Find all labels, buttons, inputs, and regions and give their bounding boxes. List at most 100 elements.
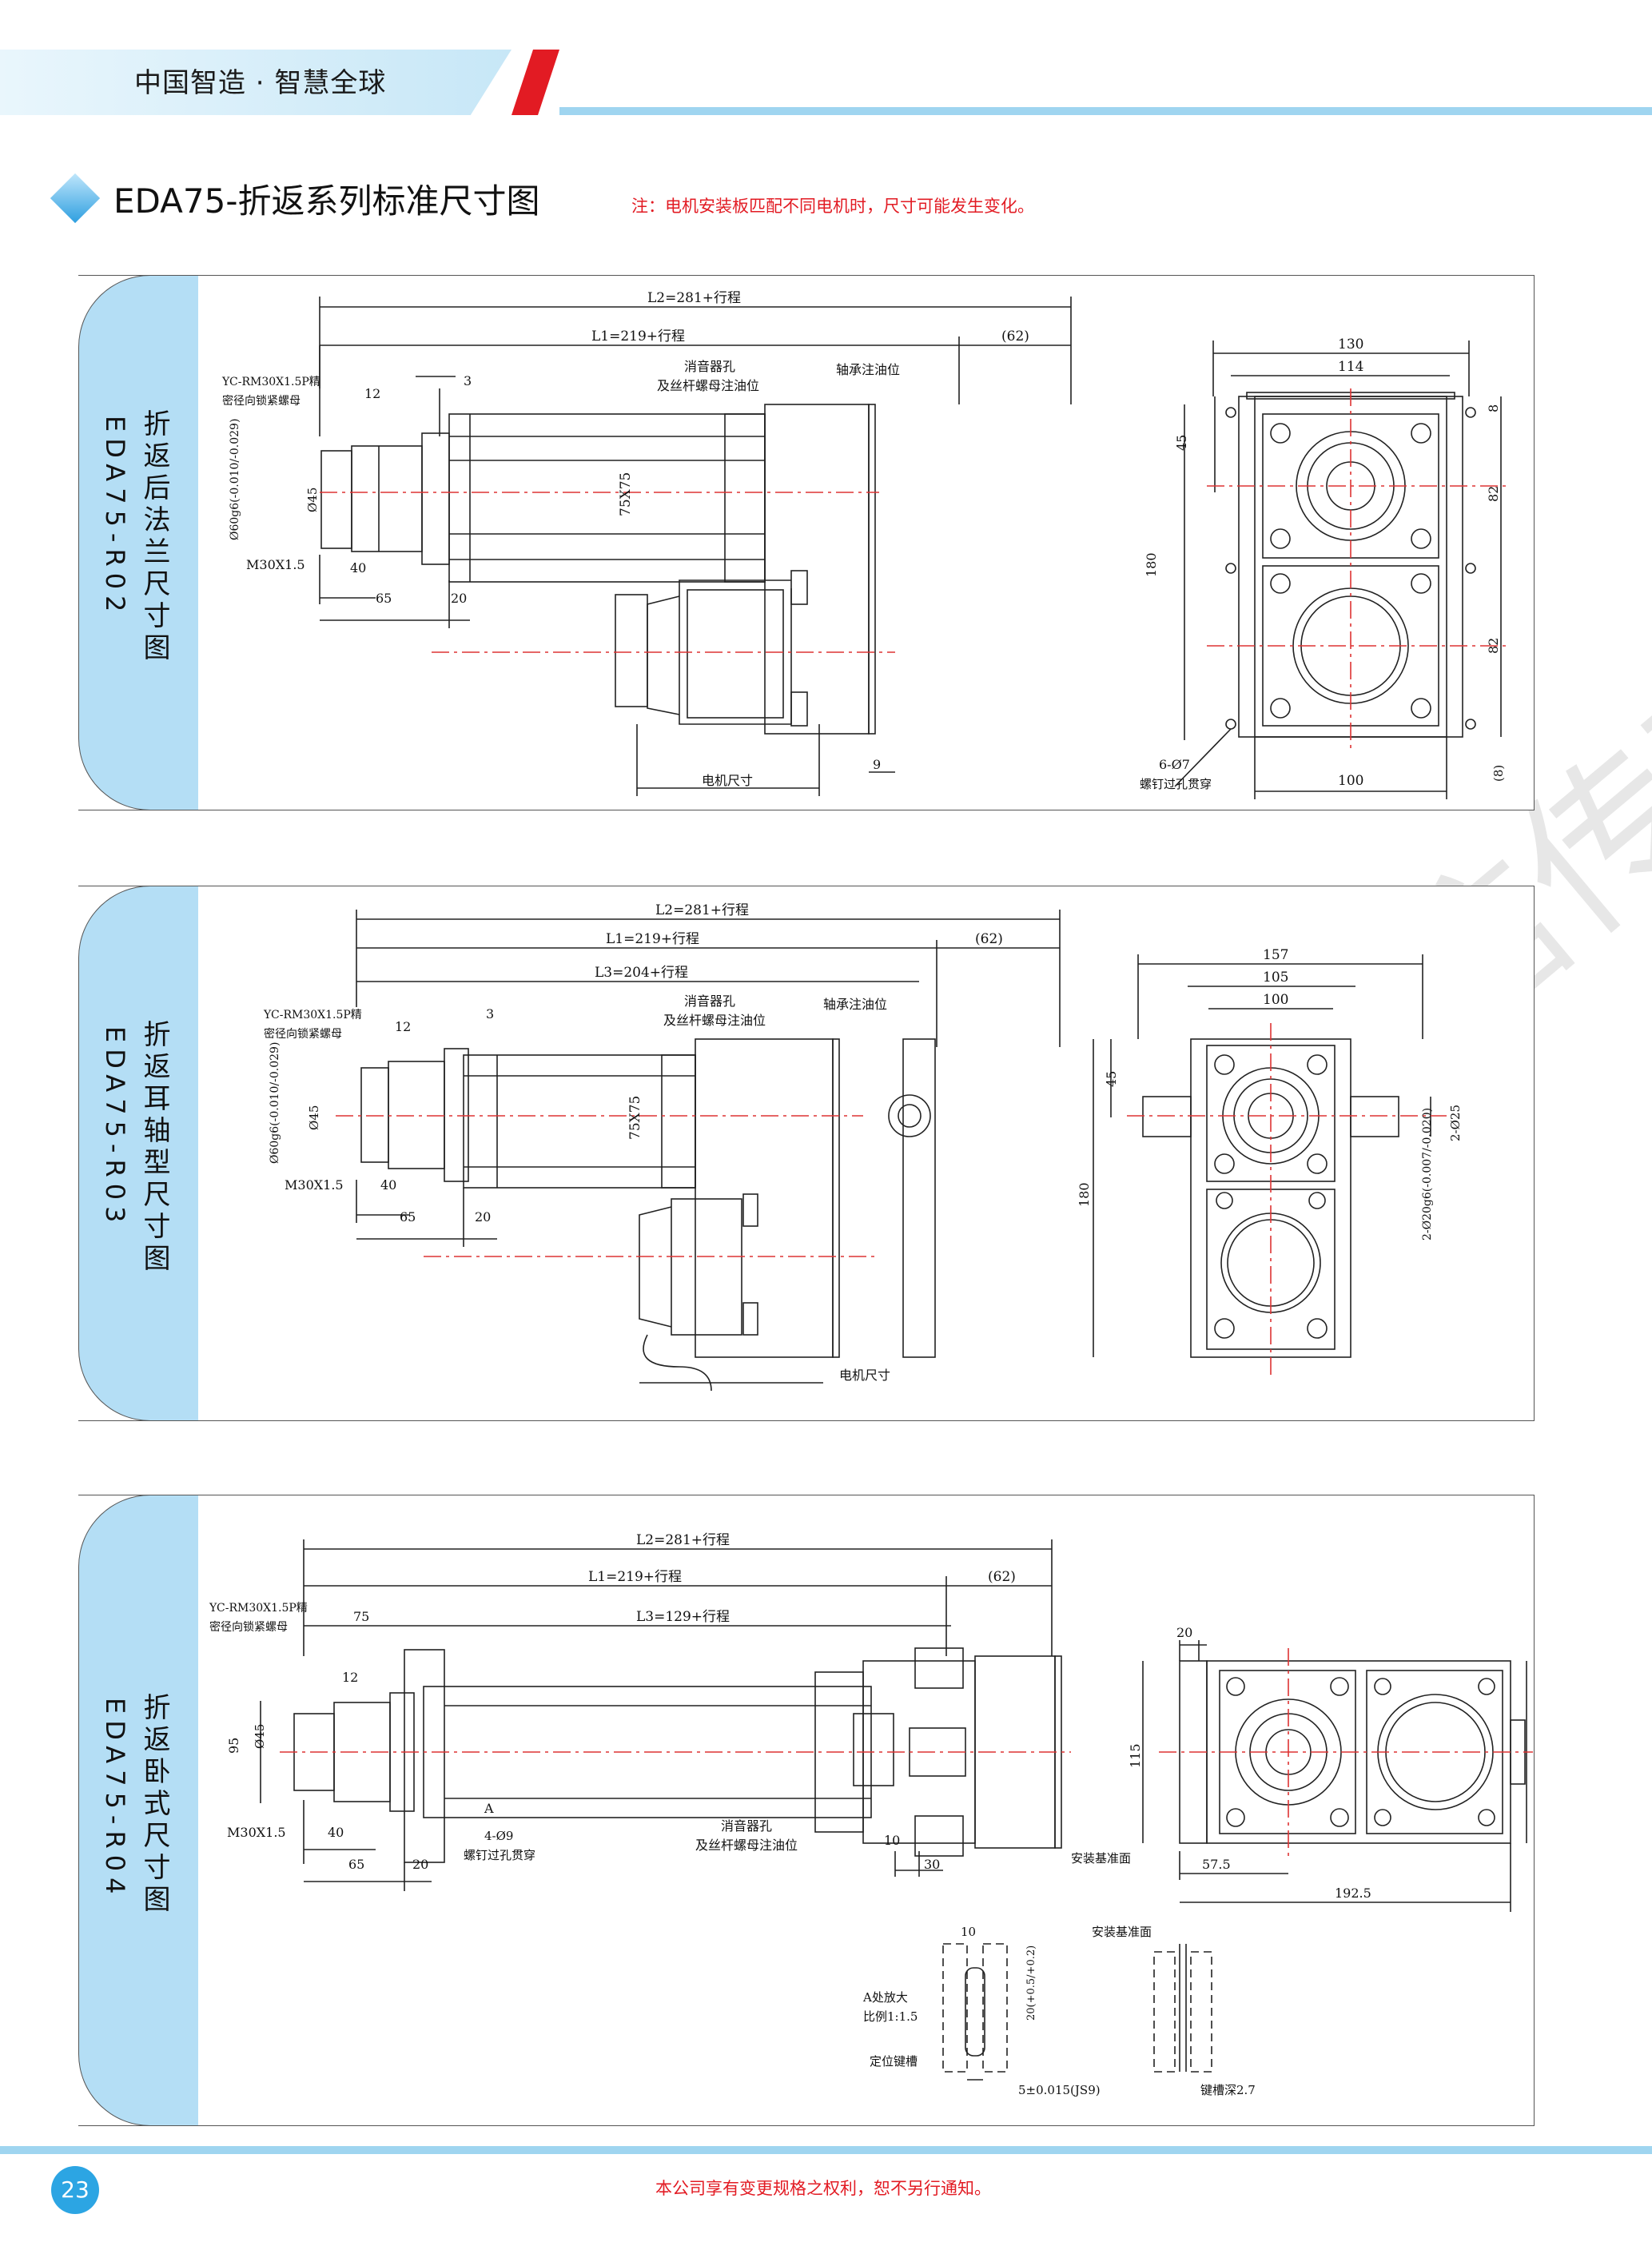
dim-192-5: 192.5 <box>1335 1886 1371 1901</box>
dim-100: 100 <box>1338 773 1363 789</box>
dim-phi60: Ø60g6(-0.010/-0.029) <box>269 1042 281 1164</box>
dim-l1: L1=219+行程 <box>591 329 685 344</box>
dim-shaft: 2-Ø20g6(-0.007/-0.020) <box>1421 1108 1434 1240</box>
drawing-r04: L2=281+行程 L1=219+行程 (62) L3=129+行程 YC-RM… <box>209 1532 1533 2097</box>
dim-114: 114 <box>1338 359 1363 375</box>
holes-label: 6-Ø7 <box>1159 757 1190 772</box>
silencer-label-2: 及丝杆螺母注油位 <box>663 1013 766 1028</box>
dim-75: 75 <box>353 1609 369 1624</box>
dim-40: 40 <box>350 560 366 575</box>
dim-40: 40 <box>328 1825 344 1840</box>
dim-l1: L1=219+行程 <box>588 1569 682 1585</box>
holes-label: 4-Ø9 <box>484 1829 513 1843</box>
nut-label: YC-RM30X1.5P精 <box>209 1602 308 1615</box>
diamond-bullet-icon <box>50 173 101 224</box>
key-10: 10 <box>961 1925 976 1939</box>
dim-180: 180 <box>1144 552 1159 577</box>
dim-w20: 20 <box>1176 1625 1192 1640</box>
tube-size: 75X75 <box>627 1096 643 1140</box>
drawing-r02: L2=281+行程 L1=219+行程 (62) YC-RM30X1.5P精 密… <box>221 290 1511 799</box>
dim-105: 105 <box>1263 970 1288 986</box>
dim-shaft25: 2-Ø25 <box>1448 1105 1463 1141</box>
footer-note: 本公司享有变更规格之权利，恕不另行通知。 <box>655 2179 991 2198</box>
dim-45: 45 <box>1104 1071 1119 1087</box>
silencer-label: 消音器孔 <box>684 359 735 374</box>
dim-115: 115 <box>1128 1743 1143 1768</box>
key-depth: 键槽深2.7 <box>1200 2083 1256 2097</box>
dim-82b: 82 <box>1486 638 1501 654</box>
section-note: 注：电机安装板匹配不同电机时，尺寸可能发生变化。 <box>631 197 1034 216</box>
dim-20: 20 <box>475 1209 491 1225</box>
key-20: 20(+0.5/+0.2) <box>1025 1945 1037 2021</box>
panel-label-code: EDA75-R02 <box>100 416 130 619</box>
silencer-label-2: 及丝杆螺母注油位 <box>695 1838 798 1853</box>
dim-12: 12 <box>342 1670 358 1685</box>
panel-r04 <box>78 1495 1535 2126</box>
nut-label-2: 密径向锁紧螺母 <box>264 1027 342 1041</box>
dim-62: (62) <box>988 1569 1016 1585</box>
tube-size: 75X75 <box>618 472 634 516</box>
bearing-label: 轴承注油位 <box>823 997 887 1012</box>
detail-a-label: A处放大 <box>862 1990 908 2005</box>
panel-label-cn: 折返卧式尺寸图 <box>138 1693 170 1917</box>
bearing-label: 轴承注油位 <box>836 362 900 377</box>
dim-phi45: Ø45 <box>307 1105 321 1130</box>
dim-l2: L2=281+行程 <box>655 902 749 918</box>
panel-tab-r04 <box>78 1495 198 2126</box>
label-a: A <box>484 1801 494 1816</box>
motor-label: 电机尺寸 <box>839 1368 890 1383</box>
panel-label-cn: 折返耳轴型尺寸图 <box>138 1020 170 1276</box>
dim-95: 95 <box>226 1738 241 1754</box>
key-width: 5±0.015(JS9) <box>1018 2083 1101 2097</box>
dim-130: 130 <box>1338 336 1363 352</box>
dim-l2: L2=281+行程 <box>647 290 741 306</box>
dim-m30: M30X1.5 <box>227 1825 286 1840</box>
section-title: EDA75-折返系列标准尺寸图 <box>113 181 540 221</box>
dim-12: 12 <box>364 386 380 401</box>
dim-62: (62) <box>975 931 1003 947</box>
header-rule <box>559 107 1652 115</box>
holes-label-2: 螺钉过孔贯穿 <box>464 1848 535 1862</box>
holes-label-2: 螺钉过孔贯穿 <box>1140 777 1212 791</box>
dim-phi45: Ø45 <box>305 488 320 512</box>
silencer-label-2: 及丝杆螺母注油位 <box>657 378 759 393</box>
ref-label-2: 安装基准面 <box>1092 1925 1152 1939</box>
dim-100: 100 <box>1263 992 1288 1008</box>
dim-phi60: Ø60g6(-0.010/-0.029) <box>229 419 241 540</box>
dim-l3: L3=204+行程 <box>595 965 688 981</box>
dim-l2: L2=281+行程 <box>636 1532 730 1548</box>
header-band <box>0 50 512 115</box>
nut-label: YC-RM30X1.5P精 <box>263 1009 362 1021</box>
dim-82a: 82 <box>1486 486 1501 502</box>
dim-57-5: 57.5 <box>1202 1857 1231 1872</box>
dim-3: 3 <box>464 373 472 388</box>
dim-65: 65 <box>400 1209 416 1225</box>
page-number: 23 <box>51 2166 99 2214</box>
panel-r03 <box>78 886 1535 1421</box>
panel-label-cn: 折返后法兰尺寸图 <box>138 409 170 665</box>
dim-m30: M30X1.5 <box>285 1177 344 1193</box>
dim-65: 65 <box>348 1857 364 1872</box>
dim-40: 40 <box>380 1177 396 1193</box>
nut-label-2: 密径向锁紧螺母 <box>222 394 301 408</box>
detail-scale: 比例1:1.5 <box>863 2009 918 2024</box>
dim-l3: L3=129+行程 <box>636 1609 730 1625</box>
dim-8: 8 <box>1486 404 1501 412</box>
dim-45: 45 <box>1174 435 1189 451</box>
motor-label: 电机尺寸 <box>702 773 753 788</box>
dim-157: 157 <box>1263 947 1288 963</box>
dim-20: 20 <box>451 591 467 606</box>
silencer-label: 消音器孔 <box>684 994 735 1009</box>
header-slogan: 中国智造 · 智慧全球 <box>134 67 387 99</box>
silencer-label: 消音器孔 <box>721 1818 772 1834</box>
panel-label-code: EDA75-R04 <box>100 1698 130 1901</box>
nut-label-2: 密径向锁紧螺母 <box>209 1620 288 1634</box>
dim-9: 9 <box>873 757 881 772</box>
header-accent-stripe <box>512 50 559 115</box>
keyway-label: 定位键槽 <box>870 2054 918 2069</box>
dim-8b: (8) <box>1491 765 1506 782</box>
panel-label-code: EDA75-R03 <box>100 1026 130 1229</box>
dim-10: 10 <box>884 1833 900 1848</box>
dim-phi45: Ø45 <box>253 1724 267 1749</box>
dim-m30: M30X1.5 <box>246 557 305 572</box>
